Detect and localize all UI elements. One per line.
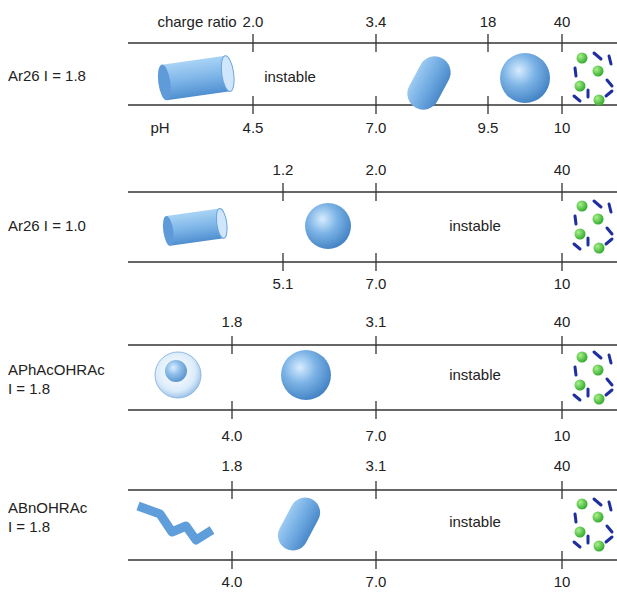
tick-label: 10 [554,427,571,446]
free-components [574,53,612,106]
worm-micelle [138,506,212,540]
region-label: instable [449,513,501,532]
tick-label: 10 [554,119,571,138]
cylinder-micelle [161,208,229,247]
tick-label: 7.0 [366,573,387,592]
free-components [574,499,612,552]
tick-label: 18 [480,13,497,32]
region-label: instable [264,68,316,87]
tick-label: 1.8 [222,313,243,332]
axis-title: charge ratio [157,13,236,32]
tick-label: 10 [554,573,571,592]
tick-label: 9.5 [478,119,499,138]
free-components [574,201,612,254]
tick-label: 2.0 [366,161,387,180]
tick-label: 5.1 [273,275,294,294]
row-label: APhAcOHRAc I = 1.8 [8,361,103,399]
axis-title: pH [150,119,169,138]
tick-label: 40 [554,13,571,32]
tick-label: 40 [554,161,571,180]
tick-label: 3.1 [366,457,387,476]
vesicle [155,352,201,398]
tick-label: 2.0 [243,13,264,32]
tick-label: 1.2 [273,161,294,180]
tick-label: 1.8 [222,457,243,476]
row-label: Ar26 I = 1.8 [8,67,86,86]
rod-micelle [402,51,457,115]
rod-micelle [273,492,326,556]
cylinder-micelle [156,55,236,101]
tick-label: 4.0 [222,427,243,446]
row-label: ABnOHRAc I = 1.8 [8,499,88,537]
tick-label: 3.4 [366,13,387,32]
region-label: instable [449,217,501,236]
spherical-micelle [305,203,351,249]
tick-label: 10 [554,275,571,294]
tick-label: 7.0 [366,119,387,138]
row-label: Ar26 I = 1.0 [8,217,86,236]
tick-label: 7.0 [366,427,387,446]
spherical-micelle [500,53,550,103]
spherical-micelle [281,350,331,400]
tick-label: 4.5 [243,119,264,138]
tick-label: 40 [554,313,571,332]
axis-lines [128,34,617,569]
tick-label: 40 [554,457,571,476]
tick-label: 3.1 [366,313,387,332]
region-label: instable [449,366,501,385]
tick-label: 4.0 [222,573,243,592]
free-components [574,352,612,405]
tick-label: 7.0 [366,275,387,294]
